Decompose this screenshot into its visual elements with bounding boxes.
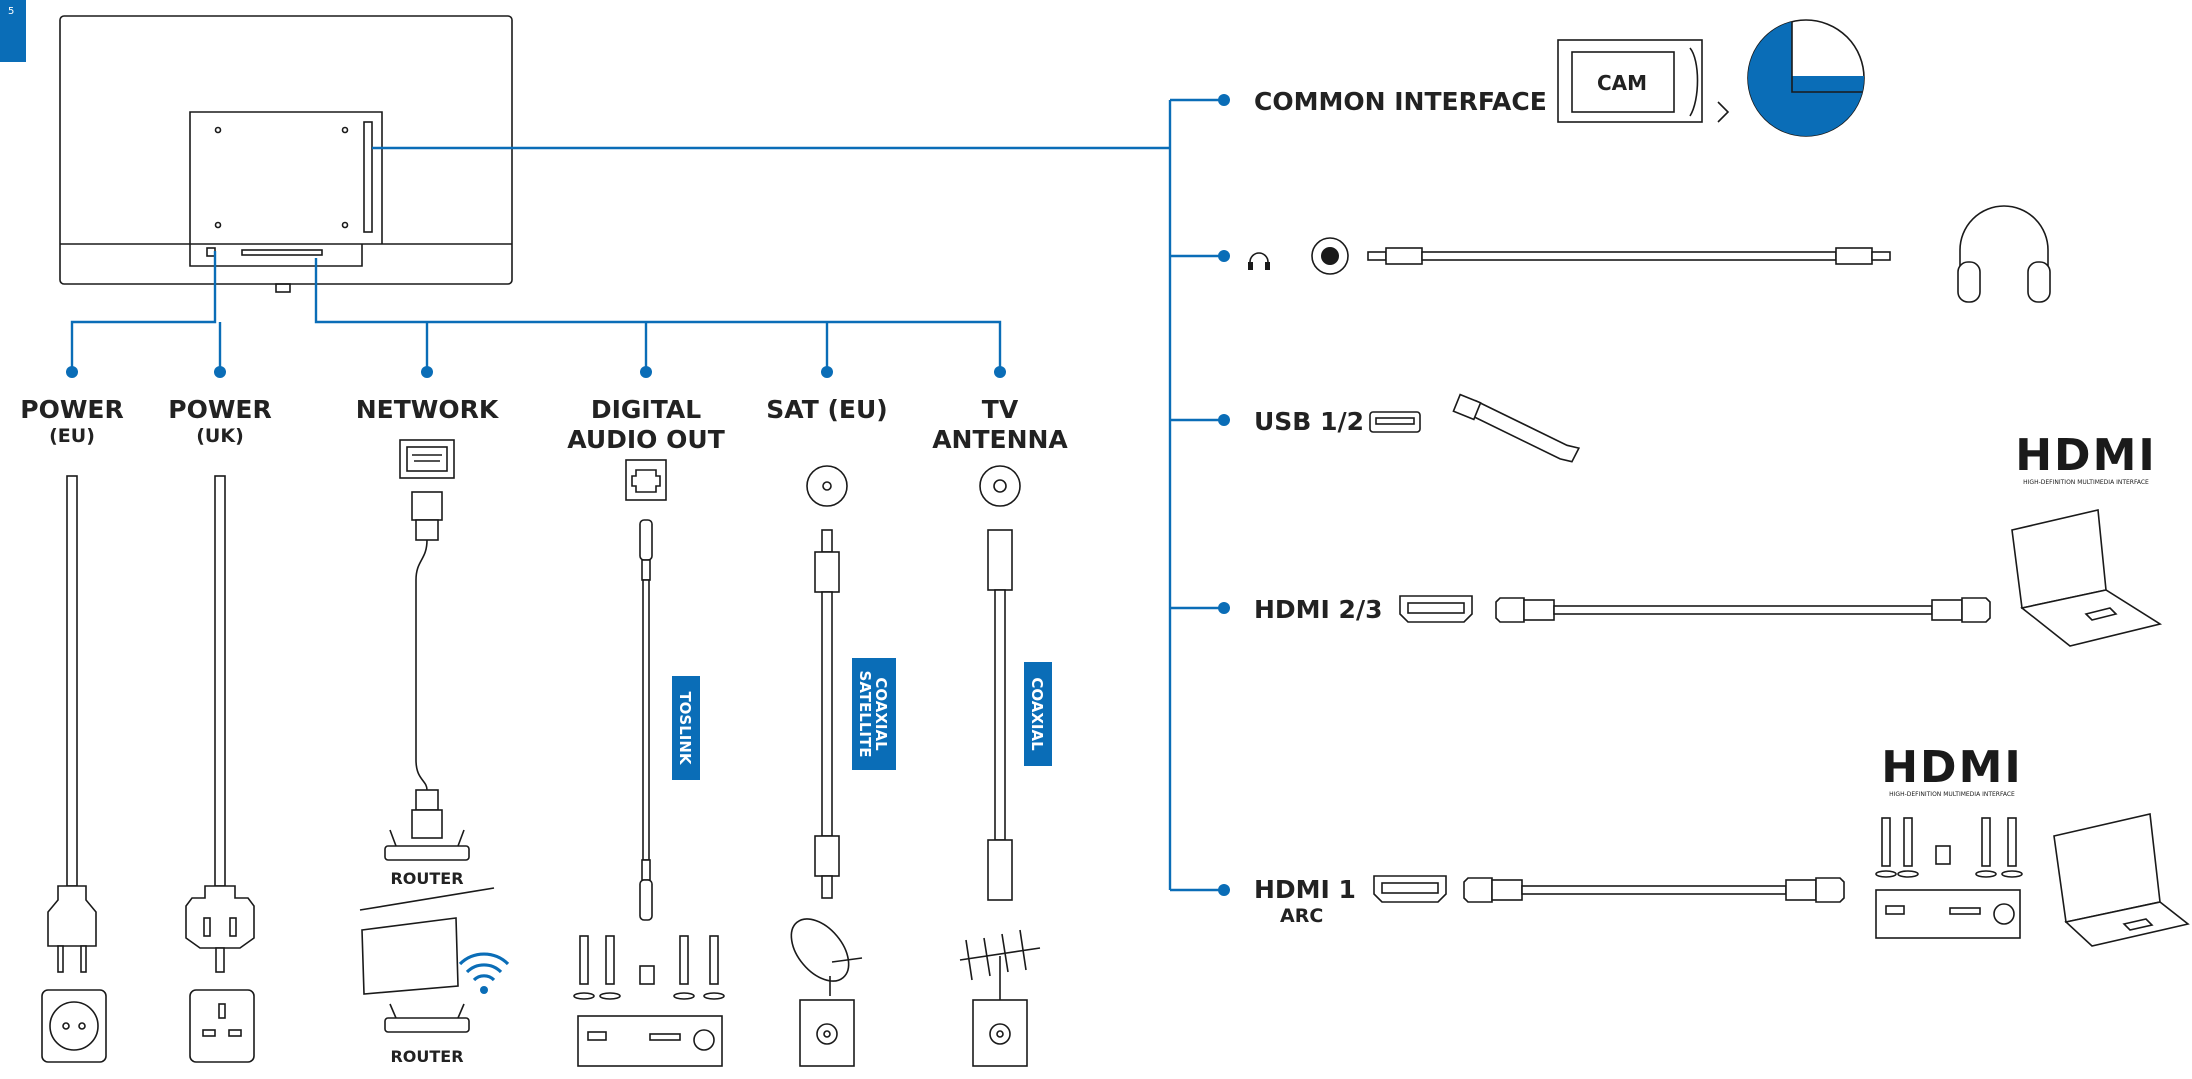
toslink-cable-icon: [639, 519, 653, 921]
toslink-tag: [672, 676, 700, 780]
coax-port-icon: [806, 465, 848, 507]
wireless-tv-icon: [361, 917, 459, 995]
page-tab-text: 5: [8, 6, 15, 17]
soundbar-system-icon: [573, 935, 725, 1067]
hdmi1-arc-label: ARC: [1280, 905, 1323, 927]
sat-label: SAT (EU): [766, 395, 887, 424]
hdmi-port-icon: [1399, 595, 1473, 623]
ethernet-port-icon: [399, 439, 455, 479]
satellite-coaxial-tag: [852, 658, 896, 770]
tv-antenna-label-line2: ANTENNA: [932, 425, 1068, 454]
usb-port-icon: [1369, 411, 1421, 433]
left-connector-lines: [66, 251, 1006, 378]
page-tab: 5: [0, 0, 26, 62]
antenna-coax-cable-icon: [987, 529, 1013, 901]
wifi-icon: [458, 952, 510, 994]
plug-eu-icon: [47, 475, 97, 973]
plug-uk-icon: [185, 475, 255, 973]
tv-antenna-label: TV: [982, 395, 1019, 424]
coaxial-tag: [1024, 662, 1052, 766]
digital-audio-label: DIGITAL: [591, 395, 701, 424]
headphones-icon: [1957, 205, 2051, 303]
rj45-cable-icon: [411, 491, 443, 839]
hdmi-logo-bottom-mark: HDMI: [1881, 742, 2023, 793]
socket-uk-icon: [189, 989, 255, 1063]
hdmi-logo-top-mark: HDMI: [2015, 430, 2157, 481]
hdmi-logo-top-tagline: HIGH-DEFINITION MULTIMEDIA INTERFACE: [2023, 479, 2149, 486]
laptop-icon: [2011, 509, 2163, 647]
soundbar-system-icon-arc: [1875, 817, 2023, 939]
satellite-coaxial-tag-line1: SATELLITE: [856, 671, 874, 758]
satellite-coax-cable-icon: [814, 529, 840, 899]
cam-label: CAM: [1597, 71, 1647, 95]
laptop-icon-arc: [2053, 813, 2190, 947]
cam-module-icon: [1557, 39, 1703, 123]
antenna-icon: [959, 929, 1041, 1000]
hdmi-port-icon-arc: [1373, 875, 1447, 903]
hdmi-logo-top: HDMI HIGH-DEFINITION MULTIMEDIA INTERFAC…: [2015, 430, 2157, 486]
hdmi-logo-bottom-tagline: HIGH-DEFINITION MULTIMEDIA INTERFACE: [1889, 791, 2015, 798]
coax-port-icon-antenna: [979, 465, 1021, 507]
optical-port-icon: [625, 459, 667, 501]
hdmi23-label: HDMI 2/3: [1254, 595, 1382, 624]
router-icon-wifi: [384, 1003, 470, 1033]
power-uk-label: POWER: [168, 395, 271, 424]
audio-cable-icon: [1367, 247, 1891, 265]
coaxial-tag-text: COAXIAL: [1028, 677, 1046, 751]
router-label-wifi: ROUTER: [390, 1047, 463, 1066]
wall-socket-icon: [799, 999, 855, 1067]
hdmi-cable-icon: [1495, 597, 1991, 623]
right-connector-lines: [372, 94, 1230, 896]
common-interface-label: COMMON INTERFACE: [1254, 87, 1547, 116]
usb-stick-icon: [1452, 393, 1581, 463]
router-label-wired: ROUTER: [390, 869, 463, 888]
toslink-tag-text: TOSLINK: [676, 691, 694, 765]
hdmi-logo-bottom: HDMI HIGH-DEFINITION MULTIMEDIA INTERFAC…: [1881, 742, 2023, 798]
chevron-right-icon: [1717, 101, 1730, 123]
digital-audio-label-line2: AUDIO OUT: [567, 425, 725, 454]
tv-back-icon: [59, 15, 513, 293]
hdmi1-label: HDMI 1: [1254, 875, 1356, 904]
network-label: NETWORK: [356, 395, 500, 424]
satellite-coaxial-tag-line2: COAXIAL: [872, 677, 890, 751]
wall-socket-icon-antenna: [972, 999, 1028, 1067]
power-eu-sublabel: (EU): [49, 425, 95, 447]
router-icon: [384, 829, 470, 861]
usb-label: USB 1/2: [1254, 407, 1364, 436]
cam-slot-zoom-icon: [1747, 19, 1865, 137]
power-uk-sublabel: (UK): [196, 425, 244, 447]
hdmi-cable-icon-arc: [1463, 877, 1845, 903]
power-eu-label: POWER: [20, 395, 123, 424]
socket-eu-icon: [41, 989, 107, 1063]
satellite-dish-icon: [790, 918, 863, 996]
headphone-jack-icon: [1248, 237, 1349, 275]
